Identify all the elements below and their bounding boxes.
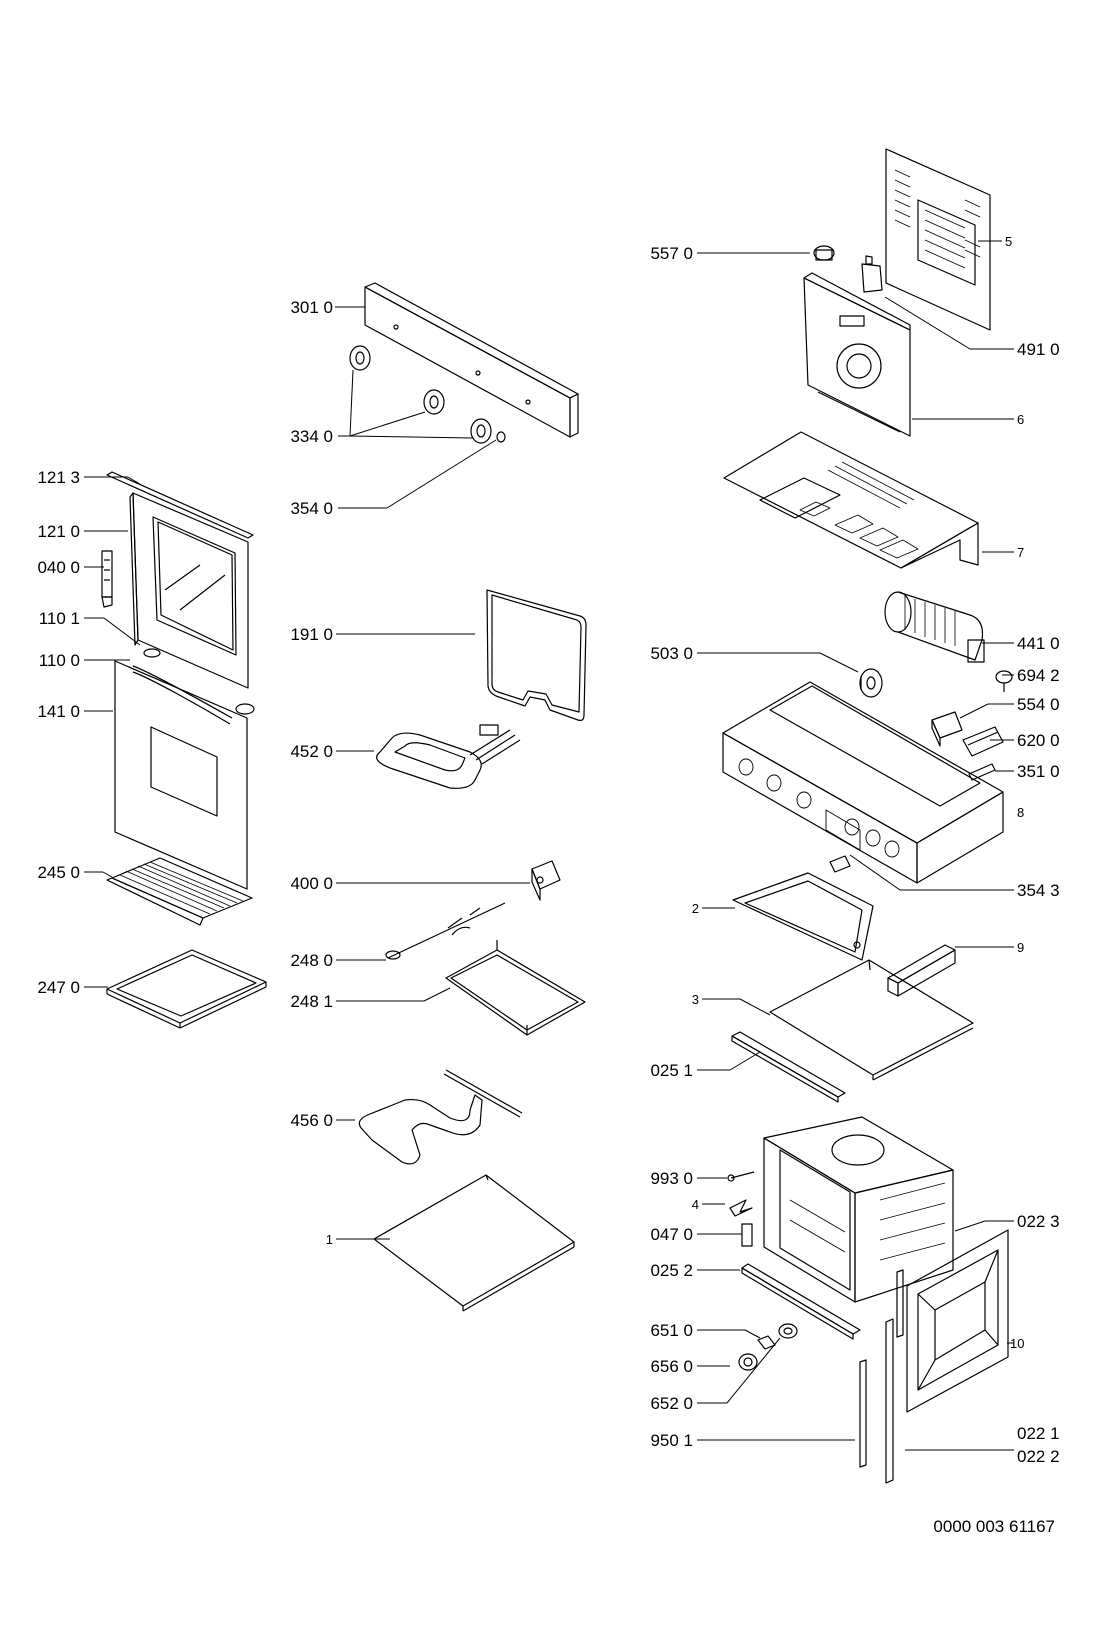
lower-heating-element: [358, 1069, 523, 1165]
door-hinge: [101, 550, 113, 608]
control-knobs: [349, 345, 506, 444]
label-351-0: 351 0: [1017, 762, 1060, 781]
label-354-0: 354 0: [290, 499, 333, 518]
label-656-0: 656 0: [650, 1357, 693, 1376]
labels-left: 121 3 121 0 040 0 110 1 110 0 141 0 245 …: [37, 468, 80, 997]
label-121-0: 121 0: [37, 522, 80, 541]
label-248-1: 248 1: [290, 992, 333, 1011]
side-strips: [859, 1269, 904, 1484]
document-number: 0000 003 61167: [933, 1517, 1055, 1536]
label-491-0: 491 0: [1017, 340, 1060, 359]
label-620-0: 620 0: [1017, 731, 1060, 750]
labels-middle: 301 0 334 0 354 0 191 0 452 0 400 0 248 …: [290, 298, 333, 1247]
label-652-0: 652 0: [650, 1394, 693, 1413]
label-025-2: 025 2: [650, 1261, 693, 1280]
wire-rack: [106, 857, 253, 926]
outer-door-glass: [114, 660, 248, 890]
top-cover-plate: [723, 431, 979, 569]
label-040-0: 040 0: [37, 558, 80, 577]
label-6: 6: [1017, 412, 1024, 427]
door-top-strip: [106, 471, 254, 539]
bottom-plate: [373, 1174, 575, 1312]
label-334-0: 334 0: [290, 427, 333, 446]
label-354-3: 354 3: [1017, 881, 1060, 900]
label-557-0: 557 0: [650, 244, 693, 263]
label-950-1: 950 1: [650, 1431, 693, 1450]
rail-025-1: [731, 1031, 846, 1103]
label-5: 5: [1005, 234, 1012, 249]
knob-354-3: [829, 855, 851, 873]
label-2: 2: [692, 901, 699, 916]
base-plate-3: [769, 959, 974, 1081]
label-3: 3: [692, 992, 699, 1007]
label-110-0: 110 0: [39, 651, 80, 670]
label-047-0: 047 0: [650, 1225, 693, 1244]
hinge-receiver: [741, 1223, 753, 1247]
label-022-2: 022 2: [1017, 1447, 1060, 1466]
relay-switch: [861, 255, 883, 293]
leader-lines: [84, 240, 1014, 1451]
label-554-0: 554 0: [1017, 695, 1060, 714]
timer-module: [962, 726, 1004, 757]
label-025-1: 025 1: [650, 1061, 693, 1080]
label-441-0: 441 0: [1017, 634, 1060, 653]
spit-frame: [445, 940, 586, 1036]
label-8: 8: [1017, 805, 1024, 820]
label-301-0: 301 0: [290, 298, 333, 317]
label-121-3: 121 3: [37, 468, 80, 487]
oven-lamp: [968, 763, 996, 781]
label-110-1: 110 1: [39, 609, 80, 628]
fan-wheel: [859, 668, 883, 698]
lamp-assembly: [738, 1323, 798, 1371]
rotisserie-motor: [531, 860, 561, 901]
clip-4: [729, 1199, 753, 1217]
label-400-0: 400 0: [290, 874, 333, 893]
label-452-0: 452 0: [290, 742, 333, 761]
label-248-0: 248 0: [290, 951, 333, 970]
oven-housing-frame: [722, 681, 1004, 884]
fan-cover: [803, 272, 911, 437]
label-022-3: 022 3: [1017, 1212, 1060, 1231]
upper-heating-element: [376, 724, 521, 789]
label-10: 10: [1010, 1336, 1024, 1351]
label-022-1: 022 1: [1017, 1424, 1060, 1443]
label-651-0: 651 0: [650, 1321, 693, 1340]
baking-tray: [106, 949, 267, 1029]
oven-cavity: [763, 1116, 954, 1303]
screw: [727, 1171, 755, 1182]
connector-694: [995, 670, 1013, 692]
label-7: 7: [1017, 545, 1024, 560]
rotisserie-spit: [385, 902, 506, 960]
label-1: 1: [326, 1232, 333, 1247]
label-993-0: 993 0: [650, 1169, 693, 1188]
control-panel: [364, 282, 579, 438]
side-frame-2: [732, 872, 874, 961]
tangential-fan: [884, 591, 985, 663]
label-456-0: 456 0: [290, 1111, 333, 1130]
label-9: 9: [1017, 940, 1024, 955]
label-245-0: 245 0: [37, 863, 80, 882]
label-694-2: 694 2: [1017, 666, 1060, 685]
side-panel-10: [906, 1229, 1009, 1413]
label-141-0: 141 0: [37, 702, 80, 721]
label-4: 4: [692, 1197, 699, 1212]
labels-right: 557 0 5 491 0 6 7 441 0 503 0 694 2 554 …: [650, 234, 1059, 1466]
rail-025-2: [741, 1263, 861, 1340]
inner-door-frame: [129, 492, 249, 689]
oven-door-seal: [486, 589, 587, 722]
label-247-0: 247 0: [37, 978, 80, 997]
thermostat: [813, 245, 835, 261]
label-503-0: 503 0: [650, 644, 693, 663]
bracket-9: [887, 944, 956, 997]
label-191-0: 191 0: [290, 625, 333, 644]
back-panel: [885, 148, 991, 331]
selector-switch: [931, 711, 963, 747]
